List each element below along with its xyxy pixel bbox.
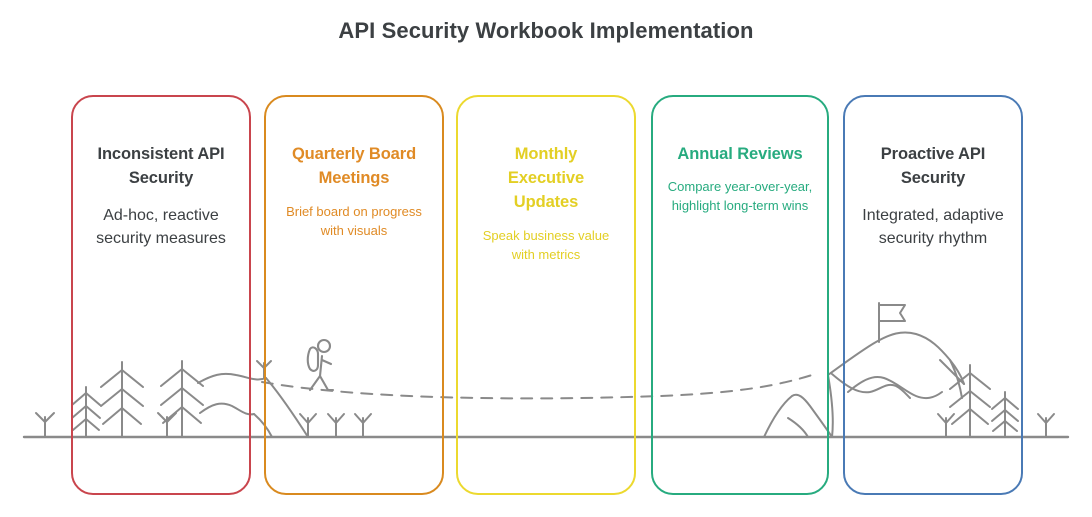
card-description: Integrated, adaptive security rhythm (862, 206, 1004, 248)
card-title: Monthly Executive Updates (507, 145, 585, 211)
stage-card-proactive-api-security[interactable]: Proactive API Security Integrated, adapt… (843, 95, 1023, 495)
card-description: Speak business value with metrics (482, 227, 610, 262)
card-description: Ad-hoc, reactive security measures (96, 206, 226, 248)
stage-card-annual-reviews[interactable]: Annual Reviews Compare year-over-year, h… (651, 95, 829, 495)
card-title: Inconsistent API Security (97, 145, 225, 187)
stage-card-inconsistent-api-security[interactable]: Inconsistent API Security Ad-hoc, reacti… (71, 95, 251, 495)
stage-card-monthly-executive-updates[interactable]: Monthly Executive Updates Speak business… (456, 95, 636, 495)
page-title: API Security Workbook Implementation (338, 18, 754, 43)
card-title: Quarterly Board Meetings (291, 145, 417, 187)
card-description: Compare year-over-year, highlight long-t… (667, 178, 813, 213)
card-description: Brief board on progress with visuals (286, 203, 422, 238)
card-title: Annual Reviews (677, 145, 803, 163)
stage-card-quarterly-board-meetings[interactable]: Quarterly Board Meetings Brief board on … (264, 95, 444, 495)
card-title: Proactive API Security (880, 145, 986, 187)
